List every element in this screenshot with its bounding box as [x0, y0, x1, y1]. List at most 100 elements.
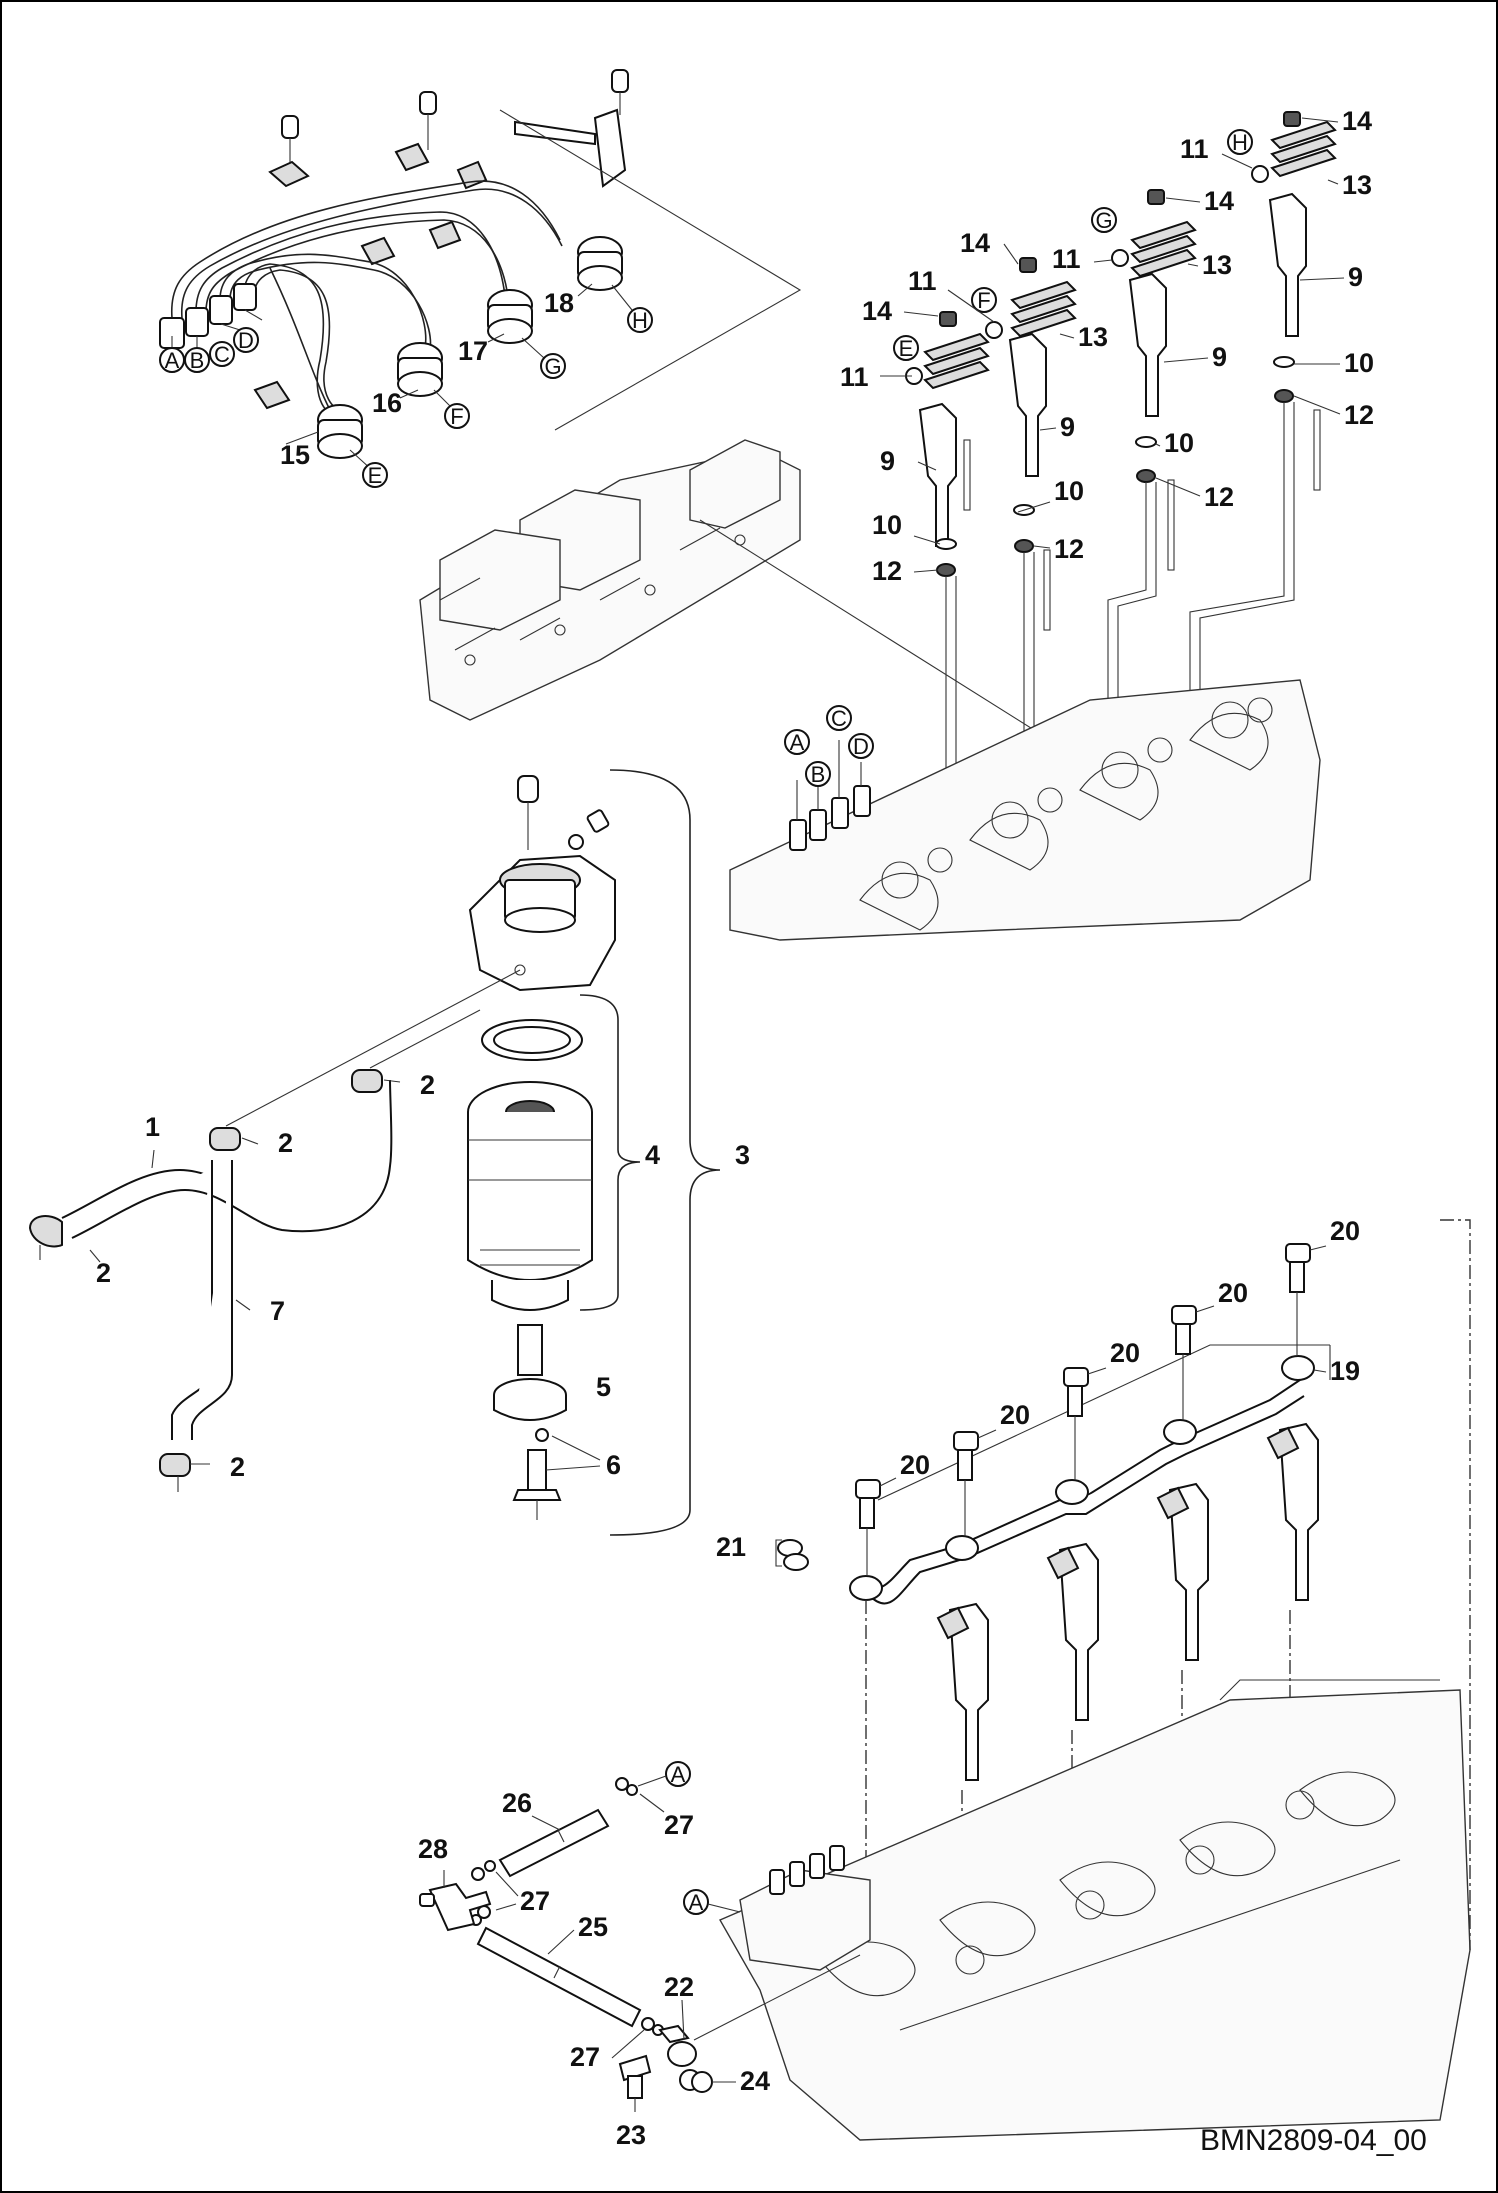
callout-3: 3	[735, 1140, 750, 1170]
marker-d-head: D	[848, 733, 874, 759]
callout-24: 24	[740, 2066, 770, 2096]
svg-text:C: C	[831, 706, 847, 731]
letter-markers: A B C D E F G H E F G H A B C D A A	[159, 129, 1253, 1915]
callout-27-c: 27	[570, 2042, 600, 2072]
marker-h-injector: H	[1227, 129, 1253, 155]
callout-13-c: 13	[1342, 170, 1372, 200]
callout-10-a: 10	[872, 510, 902, 540]
callout-14-d: 14	[1342, 106, 1372, 136]
svg-text:G: G	[544, 354, 561, 379]
callout-2-b: 2	[420, 1070, 435, 1100]
marker-h-pipe: H	[627, 307, 653, 333]
callout-19: 19	[1330, 1356, 1360, 1386]
callout-2-d: 2	[230, 1452, 245, 1482]
callout-14-a: 14	[862, 296, 892, 326]
svg-text:G: G	[1095, 208, 1112, 233]
callout-2-c: 2	[96, 1258, 111, 1288]
cylinder-head-bottom	[719, 1219, 1471, 2141]
marker-f-injector: F	[971, 287, 997, 313]
callout-1: 1	[145, 1112, 160, 1142]
svg-text:A: A	[165, 348, 180, 373]
svg-text:H: H	[1232, 130, 1248, 155]
svg-text:C: C	[214, 342, 230, 367]
callout-10-d: 10	[1344, 348, 1374, 378]
marker-e-injector: E	[893, 335, 919, 361]
callout-10-b: 10	[1054, 476, 1084, 506]
callout-9-c: 9	[1212, 342, 1227, 372]
marker-g-pipe: G	[540, 353, 566, 379]
svg-text:E: E	[368, 463, 383, 488]
diagram-code: BMN2809-04_00	[1200, 2124, 1427, 2157]
marker-f-pipe: F	[444, 403, 470, 429]
callout-5: 5	[596, 1372, 611, 1402]
svg-text:H: H	[632, 308, 648, 333]
callout-13-b: 13	[1202, 250, 1232, 280]
marker-c-pipe: C	[209, 341, 235, 367]
marker-a-pipe: A	[159, 347, 185, 373]
callout-7: 7	[270, 1296, 285, 1326]
callout-16: 16	[372, 388, 402, 418]
callout-27-b: 27	[520, 1886, 550, 1916]
callout-2-a: 2	[278, 1128, 293, 1158]
marker-a-return: A	[665, 1761, 691, 1787]
marker-g-injector: G	[1091, 207, 1117, 233]
callout-11-b: 11	[908, 266, 937, 296]
callout-12-b: 12	[1054, 534, 1084, 564]
svg-text:D: D	[238, 328, 254, 353]
marker-a-block: A	[683, 1889, 709, 1915]
intake-manifold	[419, 109, 1051, 741]
callout-20-d: 20	[1218, 1278, 1248, 1308]
fuel-hoses	[28, 969, 521, 1492]
svg-text:B: B	[190, 348, 205, 373]
svg-text:F: F	[450, 404, 463, 429]
marker-d-pipe: D	[233, 327, 259, 353]
callout-9-b: 9	[1060, 412, 1075, 442]
callout-13-a: 13	[1078, 322, 1108, 352]
callout-numbers: 1 2 2 2 2 3 4 5 6 7 9 9 9 9 10 10 10 10 …	[96, 106, 1427, 2157]
callout-9-d: 9	[1348, 262, 1363, 292]
svg-text:D: D	[853, 734, 869, 759]
callout-20-b: 20	[1000, 1400, 1030, 1430]
svg-text:E: E	[899, 336, 914, 361]
fuel-filter-assembly	[467, 769, 721, 1536]
callout-17: 17	[458, 336, 488, 366]
callout-26: 26	[502, 1788, 532, 1818]
callout-18: 18	[544, 288, 574, 318]
return-line-assembly	[419, 1777, 861, 2112]
callout-12-c: 12	[1204, 482, 1234, 512]
callout-20-e: 20	[1330, 1216, 1360, 1246]
svg-text:A: A	[790, 730, 805, 755]
svg-text:B: B	[811, 762, 826, 787]
callout-10-c: 10	[1164, 428, 1194, 458]
callout-11-d: 11	[1180, 134, 1209, 164]
callout-12-d: 12	[1344, 400, 1374, 430]
callout-20-c: 20	[1110, 1338, 1140, 1368]
marker-a-head: A	[784, 729, 810, 755]
marker-b-head: B	[805, 761, 831, 787]
callout-14-c: 14	[1204, 186, 1234, 216]
svg-text:A: A	[671, 1762, 686, 1787]
marker-c-head: C	[826, 705, 852, 731]
callout-25: 25	[578, 1912, 608, 1942]
callout-11-c: 11	[1052, 244, 1081, 274]
injector-set-top	[905, 111, 1337, 861]
injection-pipe-assembly	[159, 69, 633, 471]
callout-22: 22	[664, 1972, 694, 2002]
callout-11-a: 11	[840, 362, 869, 392]
callout-28: 28	[418, 1834, 448, 1864]
marker-e-pipe: E	[362, 462, 388, 488]
callout-14-b: 14	[960, 228, 990, 258]
svg-text:A: A	[689, 1890, 704, 1915]
fuel-rail-assembly	[775, 1243, 1331, 1960]
cylinder-head-top	[729, 679, 1321, 941]
callout-27-a: 27	[664, 1810, 694, 1840]
callout-9-a: 9	[880, 446, 895, 476]
callout-23: 23	[616, 2120, 646, 2150]
marker-b-pipe: B	[184, 347, 210, 373]
callout-21: 21	[716, 1532, 746, 1562]
callout-12-a: 12	[872, 556, 902, 586]
svg-text:F: F	[977, 288, 990, 313]
callout-4: 4	[645, 1140, 660, 1170]
